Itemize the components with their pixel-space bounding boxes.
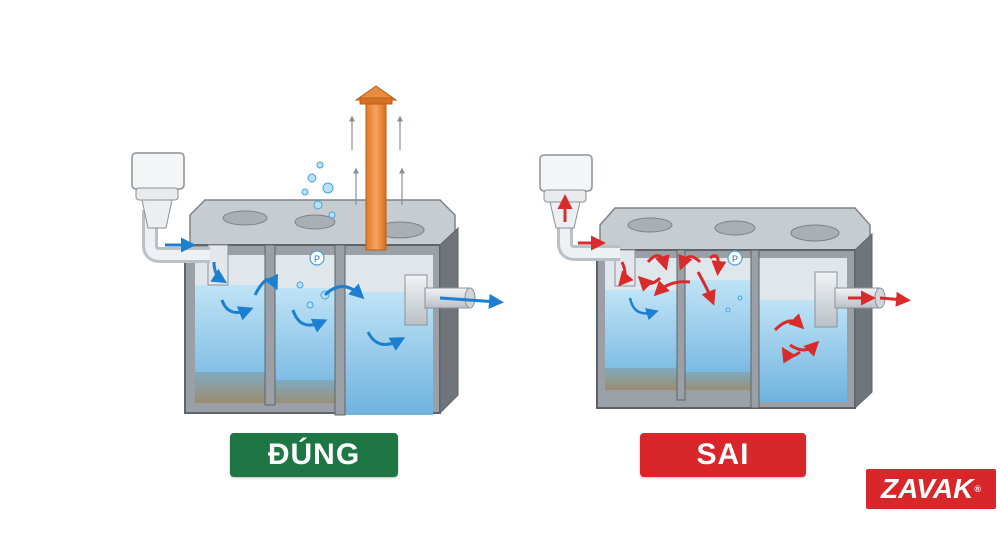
- correct-septic-system: P: [131, 85, 504, 416]
- wrong-septic-system: P: [539, 154, 911, 410]
- correct-label-text: ĐÚNG: [267, 438, 361, 471]
- wrong-label-badge: SAI: [640, 433, 806, 477]
- correct-label-badge: ĐÚNG: [230, 433, 398, 477]
- vent-pipe-icon: [354, 85, 398, 251]
- bubble-marker-wrong: P: [732, 254, 738, 264]
- brand-registered-mark: ®: [974, 484, 981, 494]
- brand-logo: ZAVAK®: [866, 469, 996, 509]
- bubble-marker: P: [314, 254, 320, 264]
- brand-name: ZAVAK: [881, 473, 974, 504]
- toilet-icon: [131, 152, 185, 229]
- wrong-label-text: SAI: [696, 438, 750, 471]
